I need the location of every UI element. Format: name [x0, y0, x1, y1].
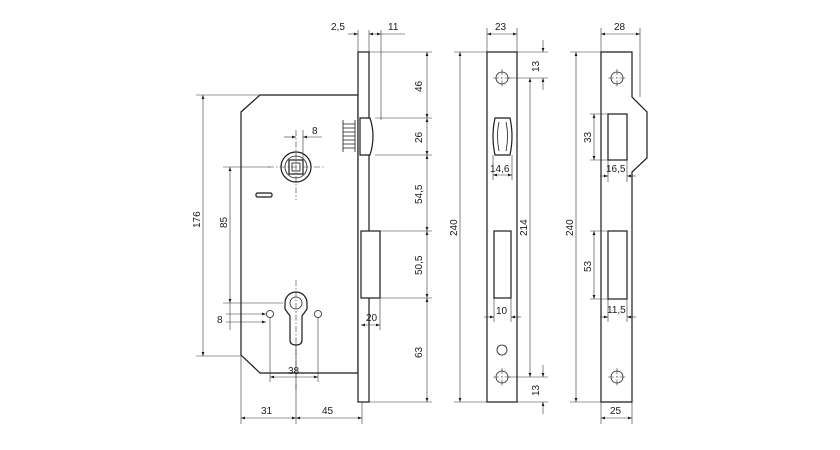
screw-hole-right	[314, 310, 322, 318]
indicator-slot	[255, 192, 273, 198]
dim-top-offset: 2,5	[331, 22, 345, 33]
latch-spring	[342, 120, 356, 152]
dim-front-top-hole: 13	[531, 60, 542, 72]
dim-width-right: 45	[322, 406, 334, 417]
dim-spindle-offset: 8	[312, 126, 318, 137]
dim-strike-top-width: 28	[614, 22, 626, 33]
lock-body-dimensions: 2,5 11 8 176 85 8 38 31 45	[192, 22, 405, 424]
dim-case-height: 176	[192, 211, 203, 228]
strike-plate-view	[600, 51, 648, 403]
dim-center-distance: 85	[219, 216, 230, 228]
strike-plate	[600, 51, 648, 403]
dim-seg-46: 46	[414, 80, 425, 92]
dim-width-left: 31	[261, 406, 273, 417]
dim-strike-latch-width: 16,5	[606, 164, 626, 175]
lock-faceplate-edge	[357, 51, 370, 403]
screw-hole-left	[266, 310, 274, 318]
dim-strike-bottom-width: 25	[610, 406, 622, 417]
dim-front-width: 23	[495, 22, 507, 33]
dim-bolt-width: 20	[366, 313, 378, 324]
dim-strike-height: 240	[565, 219, 576, 236]
strike-plate-dimensions: 28 33 16,5 240 53 11,5 25	[565, 22, 641, 424]
dim-seg-63: 63	[414, 346, 425, 358]
dim-screw-spacing: 38	[288, 366, 300, 377]
dim-faceplate-thickness: 11	[388, 22, 399, 33]
dim-seg-54: 54,5	[414, 184, 425, 204]
dim-front-latch-width: 14,6	[490, 164, 510, 175]
dim-front-bolt-width: 10	[496, 306, 508, 317]
front-plate-dimensions: 23 13 14,6 240 10 214 13	[449, 22, 548, 414]
lock-body-view	[240, 51, 381, 403]
front-plate-latch	[492, 117, 513, 156]
dim-strike-latch-opening: 33	[583, 131, 594, 143]
dim-front-hole-span: 214	[519, 219, 530, 236]
faceplate-segment-dimensions: 46 26 54,5 50,5 63	[369, 51, 432, 403]
dim-strike-bolt-width: 11,5	[607, 305, 626, 316]
strike-bolt-opening	[607, 230, 628, 300]
dim-cylinder-hole: 8	[217, 315, 223, 326]
dim-seg-50: 50,5	[414, 255, 425, 275]
strike-latch-opening	[607, 113, 628, 161]
front-plate-view	[486, 51, 518, 403]
front-plate	[486, 51, 518, 403]
front-plate-mid-hole	[496, 344, 508, 356]
dim-strike-bolt-opening: 53	[583, 260, 594, 272]
front-plate-bolt	[493, 230, 512, 299]
deadbolt	[360, 230, 381, 299]
dim-seg-26: 26	[414, 131, 425, 143]
dim-front-height: 240	[449, 219, 460, 236]
dim-front-bottom-hole: 13	[531, 384, 542, 396]
latch-tongue	[359, 117, 374, 156]
